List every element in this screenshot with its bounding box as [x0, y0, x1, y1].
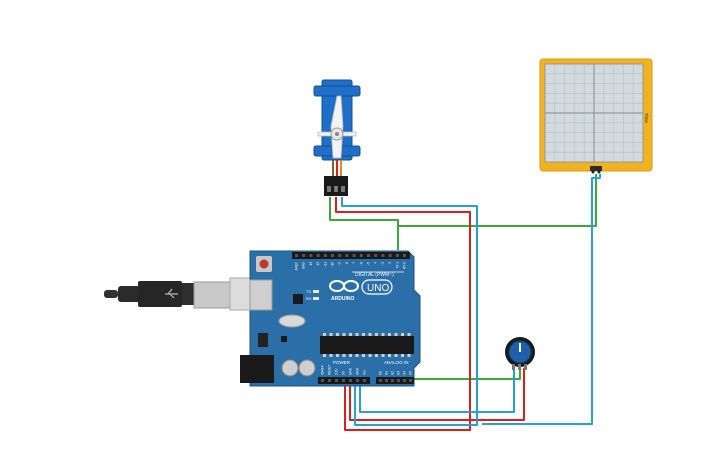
analog-pin-label: A5	[409, 371, 413, 375]
arduino-brand: ARDUINO	[331, 296, 354, 302]
digital-pin[interactable]	[352, 254, 356, 257]
rx-label: RX	[306, 296, 312, 301]
digital-pin-label: 13	[309, 262, 313, 266]
power-pin[interactable]	[349, 379, 352, 382]
uno-label: UNO	[367, 283, 389, 294]
power-pin-label: Vin	[363, 370, 367, 375]
analog-pin-label: A0	[379, 371, 383, 375]
oscilloscope[interactable]: Time	[539, 58, 653, 174]
analog-pin-label: A2	[391, 371, 395, 375]
power-pin-label: GND	[356, 367, 360, 375]
wire-red-servo-power[interactable]	[335, 197, 471, 431]
digital-pin-label: TX 1	[395, 262, 399, 269]
wire-blue-pot[interactable]	[359, 368, 515, 413]
analog-pin-label: A3	[397, 371, 401, 375]
digital-pin[interactable]	[345, 254, 349, 257]
digital-pin-label: AREF	[295, 262, 299, 271]
power-header-label: POWER	[333, 360, 351, 365]
potentiometer-icon[interactable]	[505, 337, 535, 370]
servo-motor-icon[interactable]	[313, 79, 361, 196]
power-pin[interactable]	[328, 379, 331, 382]
digital-pin[interactable]	[359, 254, 363, 257]
digital-pin-label: RX 0	[403, 262, 407, 269]
digital-pin[interactable]	[381, 254, 385, 257]
wire-blue-scope[interactable]	[482, 174, 601, 425]
power-pin-label: 5V	[342, 370, 346, 375]
power-pin-label: 3.3V	[335, 368, 339, 375]
digital-pin-label: ~11	[323, 262, 327, 267]
atmega-chip	[320, 336, 414, 354]
analog-pin-label: A1	[385, 371, 389, 375]
power-pin-label: GND	[349, 367, 353, 375]
analog-pin[interactable]	[397, 379, 400, 382]
wire-green-servo-signal[interactable]	[329, 197, 399, 250]
uno-badge	[361, 279, 393, 295]
wire-green-scope[interactable]	[397, 174, 597, 227]
digital-header-label: DIGITAL (PWM~)	[355, 272, 394, 278]
wire-green-pot[interactable]	[412, 368, 521, 380]
digital-pin[interactable]	[338, 254, 342, 257]
digital-pin-label: ~6	[359, 262, 363, 266]
digital-pin-label: 7	[352, 262, 356, 264]
analog-pin[interactable]	[379, 379, 382, 382]
analog-pin[interactable]	[409, 379, 412, 382]
digital-pin[interactable]	[295, 254, 298, 257]
digital-pin[interactable]	[388, 254, 392, 257]
digital-pin[interactable]	[302, 254, 306, 257]
analog-pin[interactable]	[403, 379, 406, 382]
analog-pin[interactable]	[391, 379, 394, 382]
oscilloscope-time-label: Time	[644, 113, 649, 123]
digital-pin-label: ~3	[381, 262, 385, 266]
analog-pin-label: A4	[403, 371, 407, 375]
digital-pin-label: 4	[374, 262, 378, 264]
analog-pin[interactable]	[385, 379, 388, 382]
digital-pin[interactable]	[374, 254, 378, 257]
digital-pin-label: 2	[388, 262, 392, 264]
digital-pin-label: GND	[302, 261, 306, 269]
power-pin[interactable]	[335, 379, 338, 382]
digital-pin[interactable]	[367, 254, 370, 257]
wire-blue-servo-gnd[interactable]	[341, 197, 478, 426]
digital-pin[interactable]	[309, 254, 313, 257]
digital-pin[interactable]	[323, 254, 327, 257]
digital-pin[interactable]	[395, 254, 399, 257]
arduino-logo-icon	[329, 280, 359, 292]
power-pin[interactable]	[363, 379, 366, 382]
digital-pin[interactable]	[403, 254, 406, 257]
power-pin[interactable]	[342, 379, 345, 382]
power-pin-label: IOREF	[321, 365, 325, 375]
digital-pin-label: ~10	[331, 262, 335, 268]
digital-pin-label: 12	[316, 262, 320, 266]
power-jack	[240, 355, 274, 383]
power-pin-label: RESET	[328, 364, 332, 375]
digital-pin-label: ~9	[338, 262, 342, 266]
wires	[329, 174, 601, 431]
digital-header[interactable]	[292, 252, 410, 259]
power-pin[interactable]	[321, 379, 324, 382]
digital-pin-label: 8	[345, 262, 349, 264]
tx-label: TX	[306, 289, 311, 294]
digital-pin-label: ~5	[367, 262, 371, 266]
digital-pin[interactable]	[316, 254, 320, 257]
analog-header-label: ANALOG IN	[384, 360, 409, 365]
servo-horn[interactable]	[330, 95, 344, 159]
usb-cable-icon[interactable]	[104, 277, 271, 311]
analog-header[interactable]	[376, 377, 414, 384]
wire-red-pot[interactable]	[349, 368, 525, 421]
digital-pin[interactable]	[331, 254, 334, 257]
power-pin[interactable]	[356, 379, 359, 382]
